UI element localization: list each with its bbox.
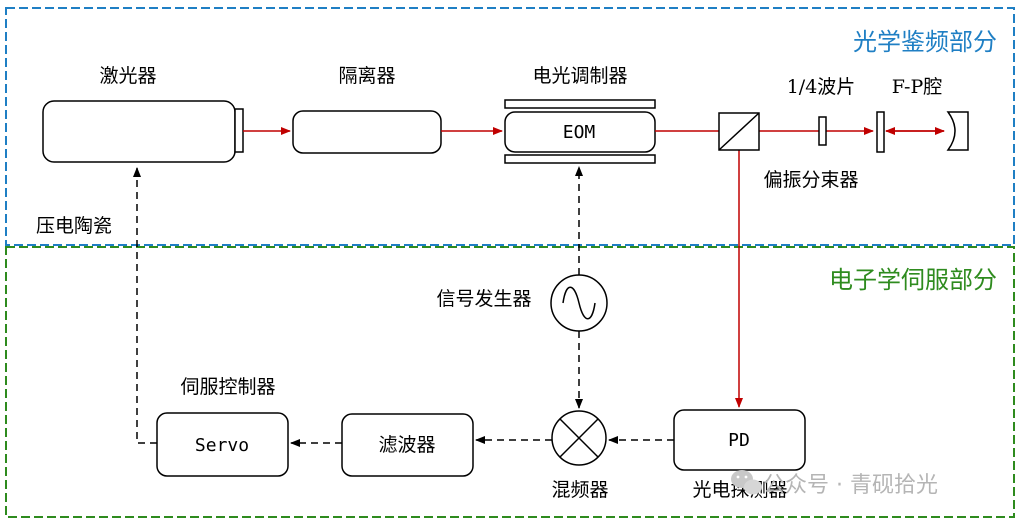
- wechat-icon: [731, 470, 762, 495]
- signal-generator-label: 信号发生器: [436, 288, 531, 310]
- optical-section-title: 光学鉴频部分: [853, 28, 997, 56]
- laser-label: 激光器: [99, 65, 156, 87]
- fp-input-mirror: [876, 111, 885, 153]
- piezo-label: 压电陶瓷: [36, 215, 112, 237]
- pd-box-label: PD: [728, 430, 750, 451]
- watermark-text: 公众号 · 青砚拾光: [763, 473, 938, 498]
- eom-title: 电光调制器: [532, 65, 627, 87]
- sine-wave-icon: [562, 286, 596, 320]
- laser-box: [42, 100, 236, 163]
- mixer-cross-b: [559, 418, 599, 458]
- electronic-section-frame: [5, 246, 1015, 518]
- fp-cavity-label: F-P腔: [892, 76, 943, 98]
- waveplate: [818, 116, 827, 146]
- servo-controller-label: 伺服控制器: [180, 376, 275, 398]
- waveplate-label: 1/4波片: [787, 76, 856, 98]
- mixer-label: 混频器: [551, 479, 608, 501]
- optical-section-frame: [5, 7, 1015, 246]
- isolator-label: 隔离器: [338, 65, 395, 87]
- servo-box-label: Servo: [195, 435, 249, 456]
- eom-box-label: EOM: [563, 122, 596, 143]
- isolator-box: [292, 110, 442, 154]
- pbs-diagonal: [718, 112, 760, 151]
- filter-box: [341, 413, 474, 477]
- pbs-label: 偏振分束器: [763, 169, 858, 191]
- laser-output-window: [234, 108, 244, 153]
- servo-to-laser-feedback: [133, 167, 157, 444]
- eom-box: [504, 111, 656, 153]
- photodetector-label: 光电探测器: [692, 479, 787, 501]
- watermark: 公众号 · 青砚拾光: [731, 470, 938, 498]
- servo-box: [156, 412, 289, 477]
- eom-top-electrode: [504, 99, 656, 109]
- electronic-section-title: 电子学伺服部分: [829, 266, 997, 294]
- fp-end-mirror: [946, 111, 969, 151]
- filter-label: 滤波器: [378, 434, 435, 456]
- eom-bottom-electrode: [504, 154, 656, 164]
